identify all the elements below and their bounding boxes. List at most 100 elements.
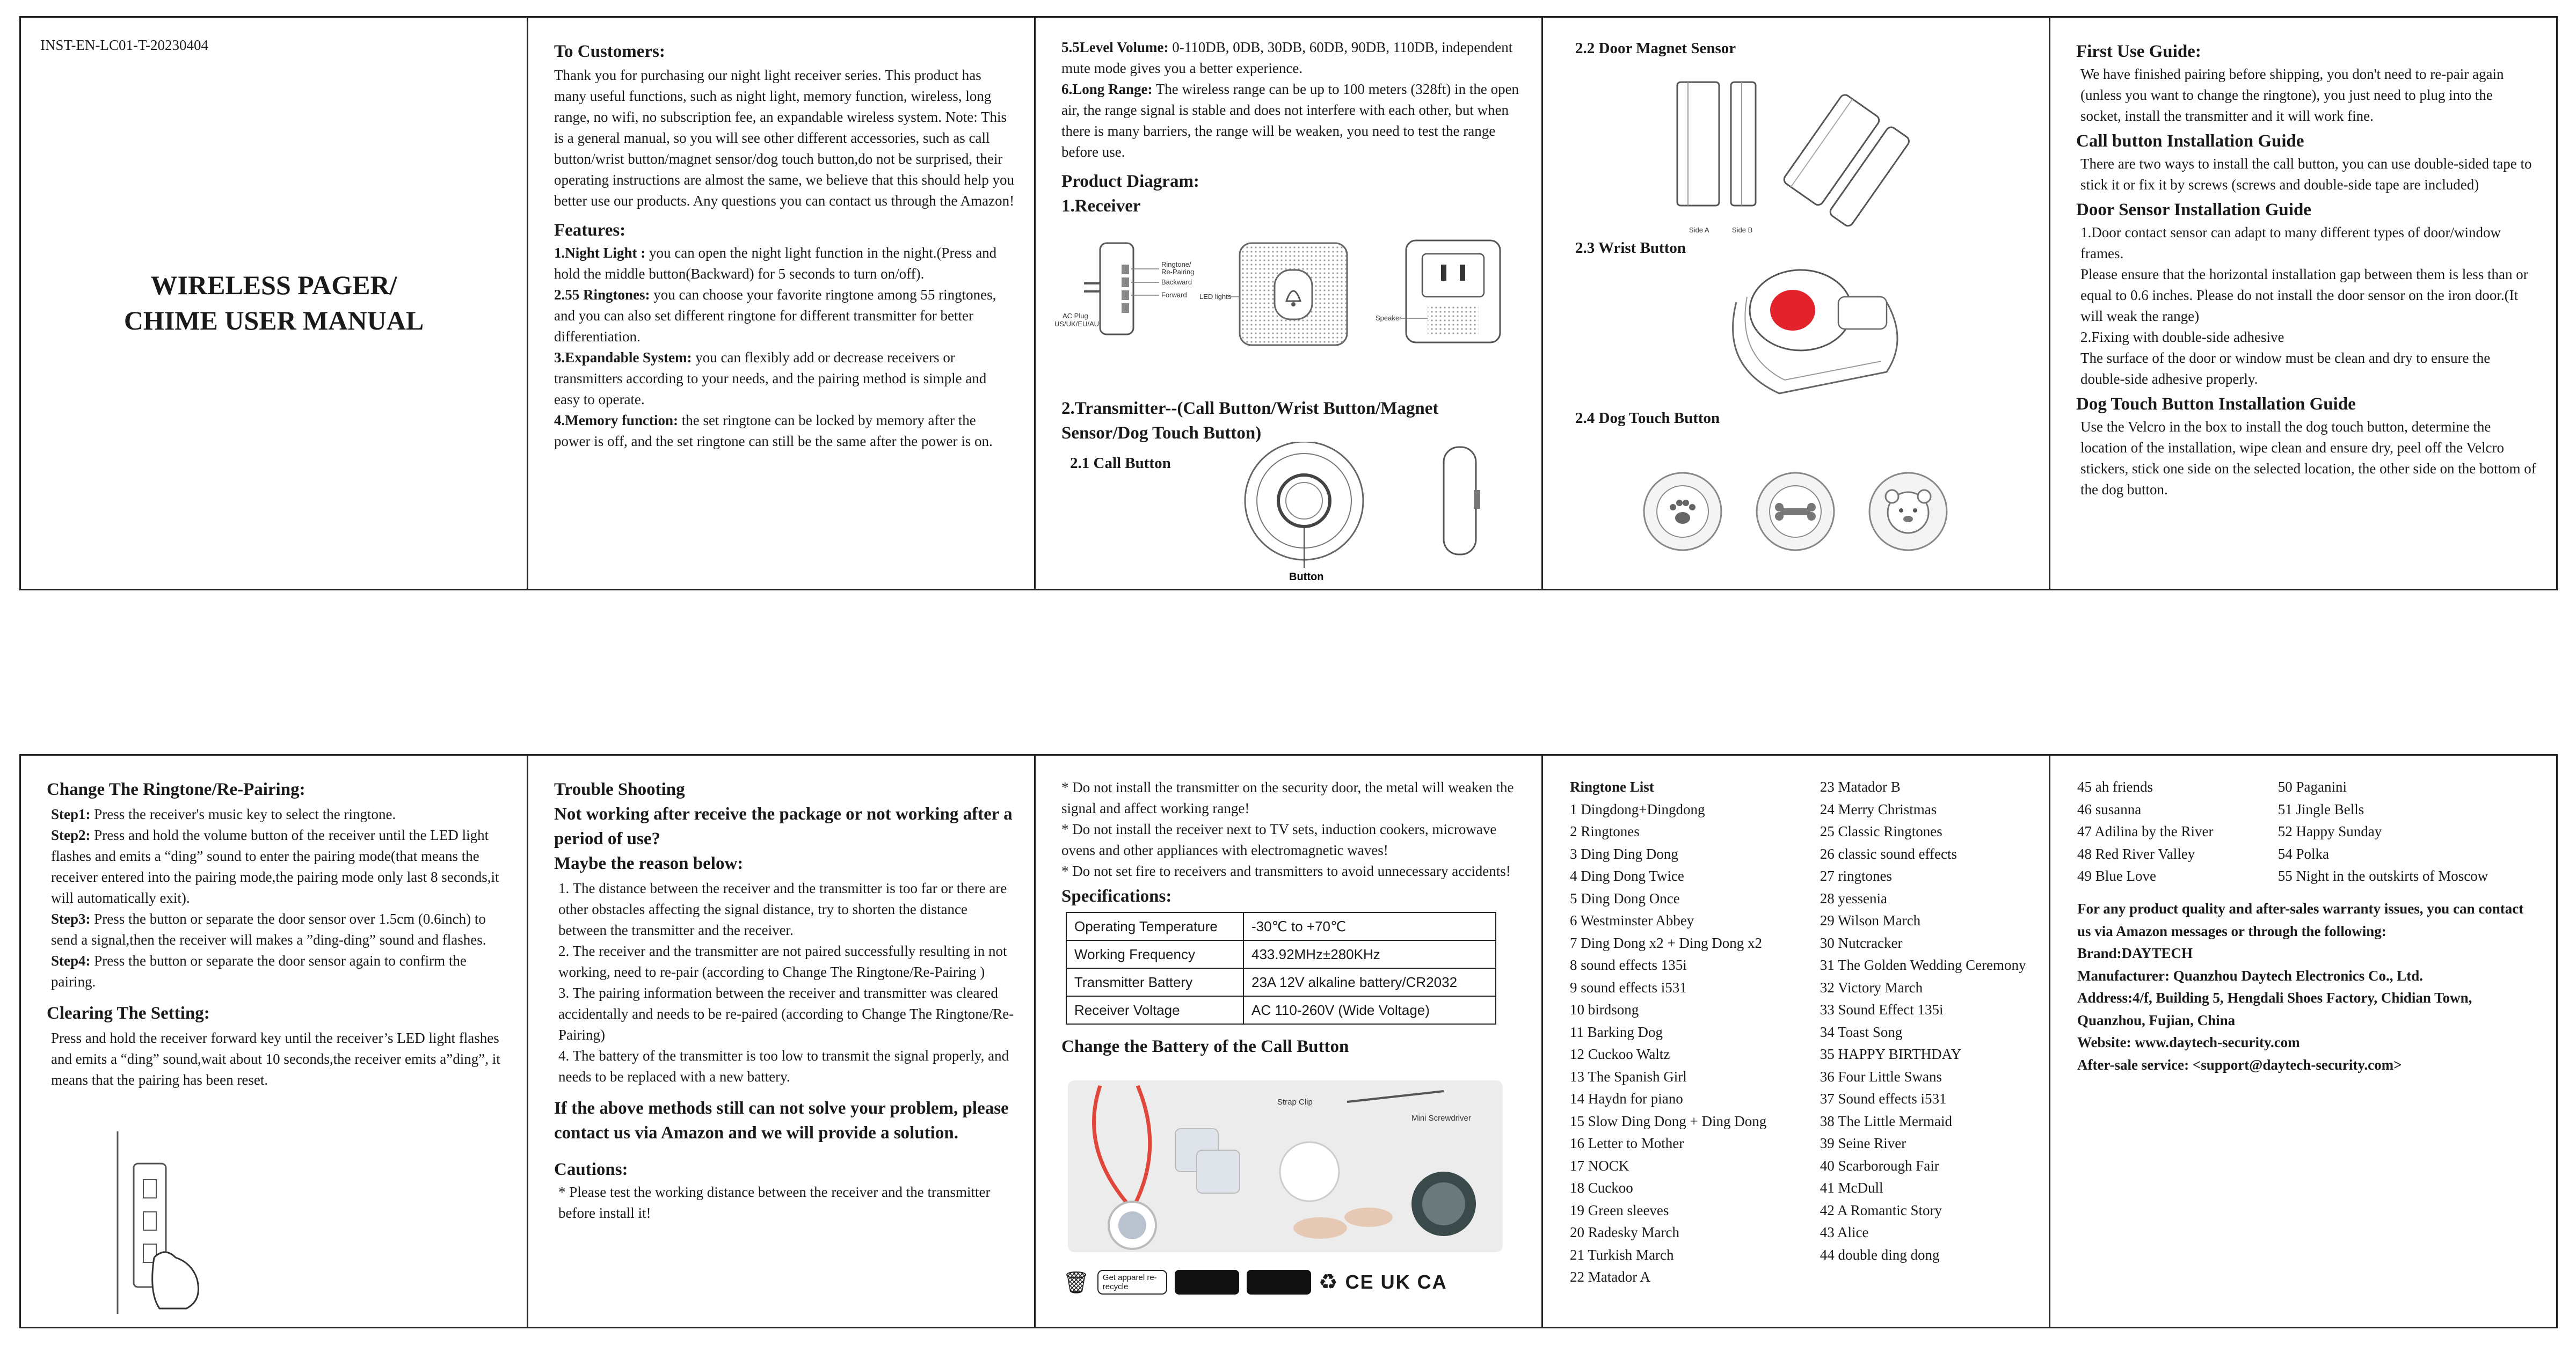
step-1: Step1: Press the receiver's music key to… <box>51 806 396 822</box>
transmitter-heading: 2.Transmitter--(Call Button/Wrist Button… <box>1061 399 1439 443</box>
door-install-line-2: Please ensure that the horizontal instal… <box>2080 266 2528 324</box>
feature-memory: 4.Memory function: the set ringtone can … <box>554 412 993 449</box>
label-backward: Backward <box>1161 278 1192 286</box>
recycle-info-box-2 <box>1246 1270 1311 1295</box>
list-item: 52 Happy Sunday <box>2277 823 2382 839</box>
receiver-side-view: Ringtone/ Re-Pairing Backward Forward AC… <box>1054 242 1194 335</box>
first-use-text: We have finished pairing before shipping… <box>2080 66 2504 124</box>
call-install-text: There are two ways to install the call b… <box>2080 156 2532 193</box>
list-item: 10 birdsong <box>1570 1002 1639 1018</box>
recycle-badge: Get apparel re-recycle <box>1097 1270 1167 1295</box>
wrist-button-diagram <box>1732 269 1898 394</box>
list-item: 18 Cuckoo <box>1570 1180 1633 1196</box>
list-item: 31 The Golden Wedding Ceremony <box>1820 957 2026 973</box>
list-item: 50 Paganini <box>2277 779 2347 795</box>
contact-manufacturer: Manufacturer: Quanzhou Daytech Electroni… <box>2077 967 2423 984</box>
bear-button <box>1868 472 1948 551</box>
customers-text: Thank you for purchasing our night light… <box>554 67 1015 209</box>
list-item: 35 HAPPY BIRTHDAY <box>1820 1046 1962 1062</box>
diagram-panel: 5.5Level Volume: 0-110DB, 0DB, 30DB, 60D… <box>1034 16 1543 590</box>
label-ac-plug: AC Plug <box>1063 312 1088 320</box>
caution-1: * Please test the working distance betwe… <box>558 1184 991 1221</box>
manual-title-line-1: WIRELESS PAGER/ <box>150 270 397 300</box>
dog-buttons-diagram <box>1643 472 1948 551</box>
list-item: 36 Four Little Swans <box>1820 1068 1942 1085</box>
list-item: 48 Red River Valley <box>2077 845 2195 862</box>
reason-1: 1. The distance between the receiver and… <box>558 880 1007 938</box>
label-repairing: Re-Pairing <box>1161 268 1194 276</box>
step-2: Step2: Press and hold the volume button … <box>51 827 499 906</box>
accessories-panel: 2.2 Door Magnet Sensor Side A Side B 2.3… <box>1541 16 2050 590</box>
door-sensor-diagram: Side A Side B <box>1676 81 1910 234</box>
list-item: 3 Ding Ding Dong <box>1570 845 1678 862</box>
list-item: 17 NOCK <box>1570 1157 1629 1174</box>
manual-title: WIRELESS PAGER/ CHIME USER MANUAL <box>21 267 527 338</box>
long-range: 6.Long Range: The wireless range can be … <box>1061 81 1519 160</box>
label-strap-clip: Strap Clip <box>1277 1098 1313 1107</box>
call-button-heading: 2.1 Call Button <box>1070 455 1171 472</box>
list-item: 15 Slow Ding Dong + Ding Dong <box>1570 1113 1767 1129</box>
list-item: 23 Matador B <box>1820 779 1901 795</box>
call-button-diagram: Button <box>1244 442 1480 583</box>
list-item: 37 Sound effects i531 <box>1820 1091 1947 1107</box>
list-item: 30 Nutcracker <box>1820 934 1903 951</box>
label-led-lights: LED lights <box>1199 293 1232 301</box>
list-item: 21 Turkish March <box>1570 1246 1674 1263</box>
label-side-b: Side B <box>1732 226 1752 234</box>
list-item: 29 Wilson March <box>1820 912 1921 929</box>
label-speaker: Speaker <box>1376 314 1402 322</box>
door-install-heading: Door Sensor Installation Guide <box>2076 200 2311 220</box>
ringtone-heading: Ringtone List <box>1570 779 1654 795</box>
step-3: Step3: Press the button or separate the … <box>51 911 486 948</box>
pairing-heading: Change The Ringtone/Re-Pairing: <box>47 780 305 799</box>
mobius-recycle-icon: ♻ <box>1318 1270 1338 1294</box>
label-side-a: Side A <box>1689 226 1709 234</box>
door-install-line-3: 2.Fixing with double-side adhesive <box>2080 329 2284 345</box>
list-item: 32 Victory March <box>1820 979 1923 996</box>
dog-install-text: Use the Velcro in the box to install the… <box>2080 419 2536 498</box>
door-install-line-1: 1.Door contact sensor can adapt to many … <box>2080 224 2501 261</box>
paw-button <box>1643 472 1722 551</box>
receiver-hand-diagram <box>117 1131 199 1314</box>
label-plug-types: US/UK/EU/AU <box>1054 320 1099 328</box>
list-item: 54 Polka <box>2277 845 2329 862</box>
list-item: 28 yessenia <box>1820 890 1887 907</box>
contact-website[interactable]: Website: www.daytech-security.com <box>2077 1034 2300 1050</box>
manual-title-line-2: CHIME USER MANUAL <box>123 305 424 335</box>
receiver-heading: 1.Receiver <box>1061 196 1141 216</box>
volume-levels: 5.5Level Volume: 0-110DB, 0DB, 30DB, 60D… <box>1061 39 1513 76</box>
list-item: 44 double ding dong <box>1820 1246 1940 1263</box>
list-item: 41 McDull <box>1820 1180 1883 1196</box>
list-item: 38 The Little Mermaid <box>1820 1113 1952 1129</box>
dog-button-heading: 2.4 Dog Touch Button <box>1575 410 1720 427</box>
reason-2: 2. The receiver and the transmitter are … <box>558 943 1007 980</box>
wrist-button-heading: 2.3 Wrist Button <box>1575 239 1686 257</box>
receiver-diagram: Ringtone/ Re-Pairing Backward Forward AC… <box>1054 239 1501 346</box>
receiver-back-view: Speaker <box>1376 239 1501 343</box>
step-4: Step4: Press the button or separate the … <box>51 953 467 990</box>
list-item: 39 Seine River <box>1820 1135 1906 1151</box>
customers-heading: To Customers: <box>554 42 665 61</box>
list-item: 7 Ding Dong x2 + Ding Dong x2 <box>1570 934 1762 951</box>
guides-panel: First Use Guide: We have finished pairin… <box>2049 16 2558 590</box>
list-item: 11 Barking Dog <box>1570 1024 1663 1040</box>
weee-icon: 🗑 <box>1063 1270 1090 1295</box>
spec-heading: Specifications: <box>1061 887 1172 906</box>
list-item: 8 sound effects 135i <box>1570 957 1687 973</box>
customers-panel: To Customers: Thank you for purchasing o… <box>527 16 1036 590</box>
door-sensor-heading: 2.2 Door Magnet Sensor <box>1575 40 1736 57</box>
specifications-panel: * Do not install the transmitter on the … <box>1034 754 1543 1328</box>
first-use-heading: First Use Guide: <box>2076 42 2201 61</box>
label-ringtone: Ringtone/ <box>1161 260 1191 268</box>
list-item: 22 Matador A <box>1570 1269 1650 1285</box>
caution-2: * Do not install the transmitter on the … <box>1061 779 1514 816</box>
reason-3: 3. The pairing information between the r… <box>558 985 1014 1043</box>
list-item: 43 Alice <box>1820 1224 1869 1240</box>
feature-night-light: 1.Night Light : you can open the night l… <box>554 245 997 282</box>
contact-service-email[interactable]: After-sale service: <support@daytech-sec… <box>2077 1056 2402 1073</box>
